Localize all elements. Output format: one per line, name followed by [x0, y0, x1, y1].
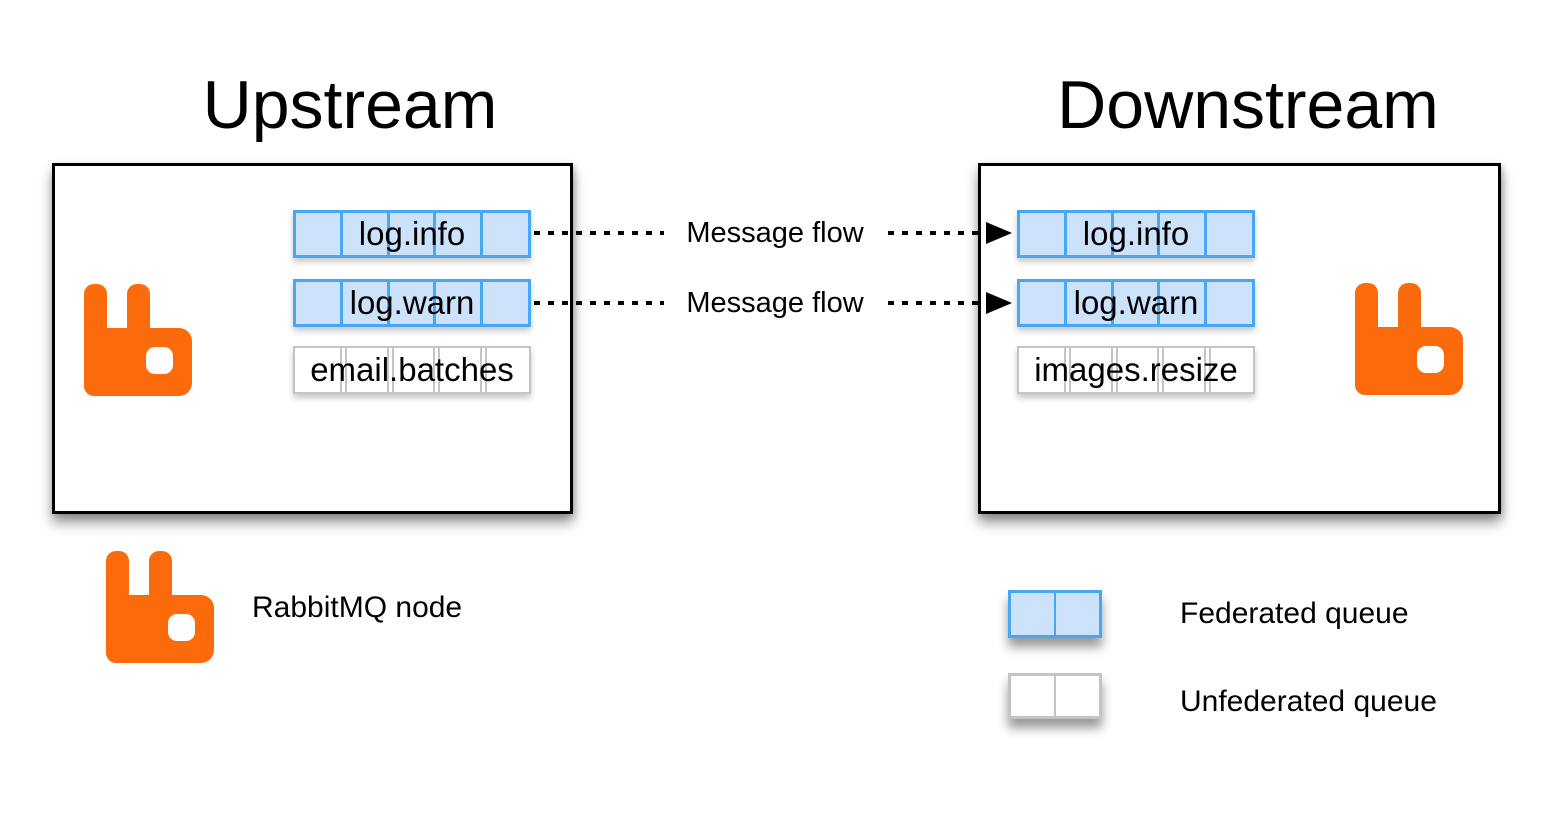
queue-label: log.warn: [1073, 284, 1199, 321]
queue-label: email.batches: [310, 351, 514, 388]
legend-rabbitmq-node-label: RabbitMQ node: [252, 591, 463, 624]
downstream-queue-log-info: log.info: [1017, 210, 1255, 258]
queue-label: log.warn: [349, 284, 475, 321]
queue-label: images.resize: [1034, 351, 1238, 388]
flow-arrowhead-icon: [986, 222, 1012, 244]
legend-federated-queue-swatch: [1008, 590, 1102, 638]
message-flow-label: Message flow: [686, 287, 864, 319]
flow-arrowhead-icon: [986, 292, 1012, 314]
upstream-queue-log-warn: log.warn: [293, 279, 531, 327]
dotted-flow-line: [888, 231, 984, 235]
dotted-flow-line: [534, 301, 664, 305]
downstream-queue-images-resize: images.resize: [1017, 346, 1255, 394]
upstream-title: Upstream: [202, 67, 498, 143]
dotted-flow-line: [888, 301, 984, 305]
legend-unfederated-queue-swatch: [1008, 673, 1102, 719]
rabbitmq-logo-icon: [1355, 283, 1463, 395]
message-flow-label: Message flow: [686, 217, 864, 249]
rabbitmq-logo-icon: [106, 551, 214, 663]
queue-label: log.info: [358, 215, 466, 252]
dotted-flow-line: [534, 231, 664, 235]
upstream-queue-email-batches: email.batches: [293, 346, 531, 394]
legend-federated-queue-label: Federated queue: [1180, 597, 1409, 630]
queue-label: log.info: [1082, 215, 1190, 252]
legend-unfederated-queue-label: Unfederated queue: [1180, 685, 1437, 718]
downstream-queue-log-warn: log.warn: [1017, 279, 1255, 327]
rabbitmq-logo-icon: [84, 284, 192, 396]
downstream-title: Downstream: [1057, 67, 1439, 143]
upstream-queue-log-info: log.info: [293, 210, 531, 258]
